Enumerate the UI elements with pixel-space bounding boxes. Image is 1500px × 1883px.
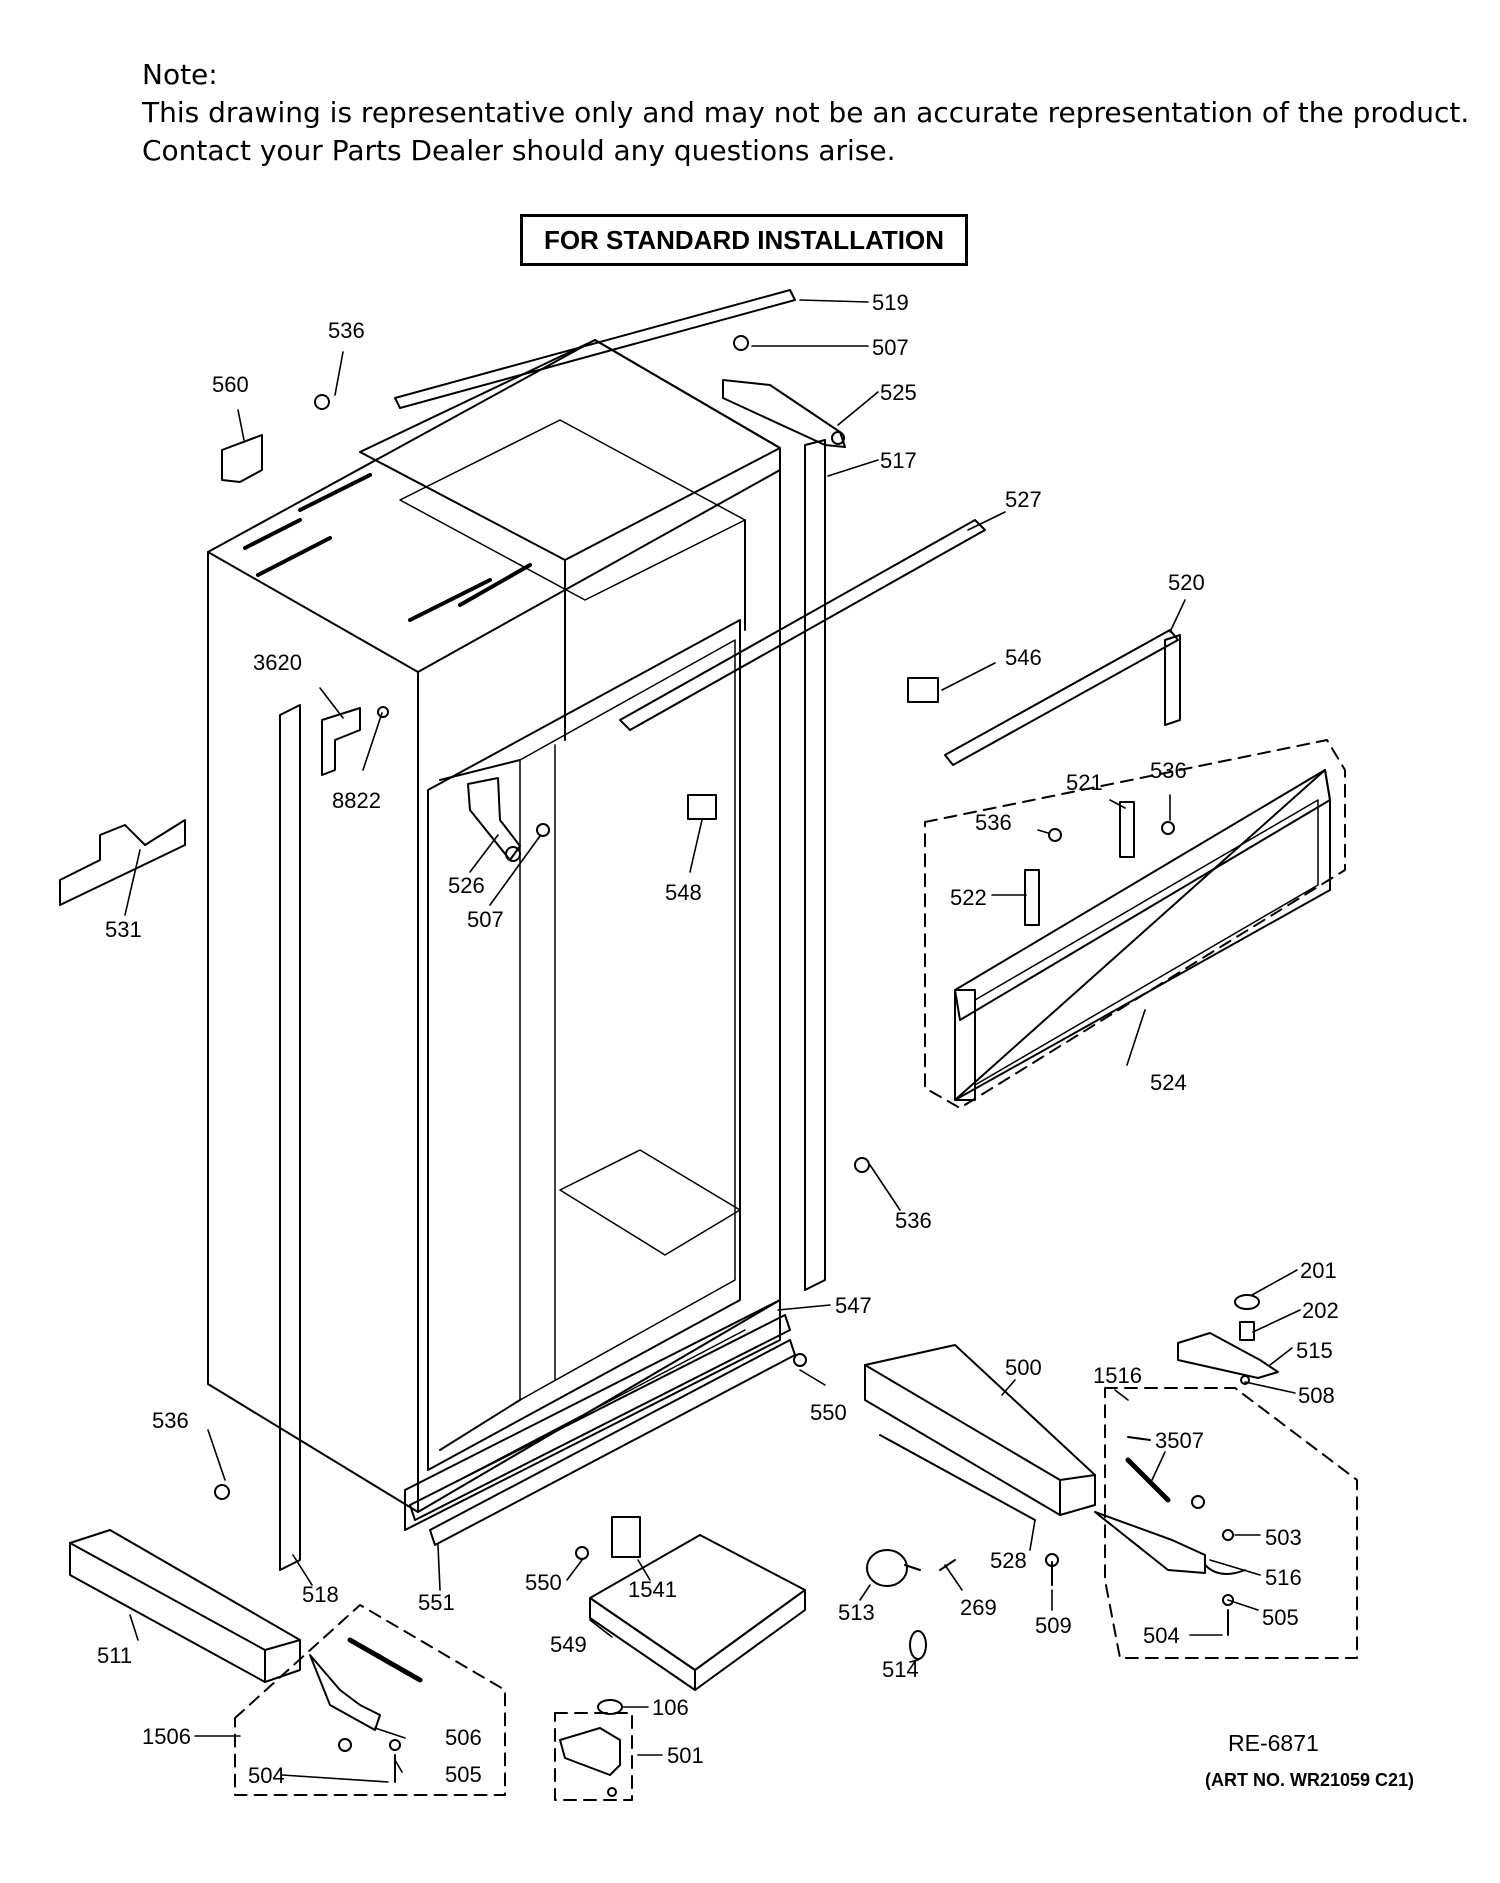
disclaimer-note: Note: This drawing is representative onl… bbox=[142, 56, 1469, 170]
label-503: 503 bbox=[1265, 1525, 1302, 1550]
label-548: 548 bbox=[665, 880, 702, 905]
label-516: 516 bbox=[1265, 1565, 1302, 1590]
label-106: 106 bbox=[652, 1695, 689, 1720]
bracket-501-drawing bbox=[554, 1699, 633, 1801]
trim-strips bbox=[279, 289, 1181, 1571]
label-519: 519 bbox=[872, 290, 909, 315]
label-1506: 1506 bbox=[142, 1724, 191, 1749]
label-514: 514 bbox=[882, 1657, 919, 1682]
label-546: 546 bbox=[1005, 645, 1042, 670]
label-506: 506 bbox=[445, 1725, 482, 1750]
label-527: 527 bbox=[1005, 487, 1042, 512]
label-536: 536 bbox=[328, 318, 365, 343]
label-526: 526 bbox=[448, 873, 485, 898]
hinge-assembly-1506-drawing bbox=[234, 1604, 506, 1796]
label-550: 550 bbox=[525, 1570, 562, 1595]
hinge-assembly-1516-drawing bbox=[1094, 1387, 1358, 1659]
motor-parts-drawing bbox=[866, 1549, 956, 1660]
label-269: 269 bbox=[960, 1595, 997, 1620]
label-507: 507 bbox=[872, 335, 909, 360]
label-536: 536 bbox=[1150, 758, 1187, 783]
label-500: 500 bbox=[1005, 1355, 1042, 1380]
art-number: (ART NO. WR21059 C21) bbox=[1205, 1770, 1415, 1790]
part-labels: 519 507 525 517 536 560 527 520 546 3620… bbox=[97, 290, 1339, 1788]
label-1541: 1541 bbox=[628, 1577, 677, 1602]
label-528: 528 bbox=[990, 1548, 1027, 1573]
cabinet-drawing bbox=[207, 339, 781, 1531]
label-507: 507 bbox=[467, 907, 504, 932]
label-531: 531 bbox=[105, 917, 142, 942]
label-515: 515 bbox=[1296, 1338, 1333, 1363]
door-panel-drawing bbox=[924, 739, 1346, 1109]
note-line-2: Contact your Parts Dealer should any que… bbox=[142, 134, 896, 167]
label-536: 536 bbox=[895, 1208, 932, 1233]
label-517: 517 bbox=[880, 448, 917, 473]
label-509: 509 bbox=[1035, 1613, 1072, 1638]
label-505: 505 bbox=[1262, 1605, 1299, 1630]
label-505: 505 bbox=[445, 1762, 482, 1787]
hardware-parts bbox=[59, 335, 1279, 1560]
label-513: 513 bbox=[838, 1600, 875, 1625]
rod-528-drawing bbox=[879, 1434, 1059, 1586]
label-201: 201 bbox=[1300, 1258, 1337, 1283]
label-522: 522 bbox=[950, 885, 987, 910]
label-536: 536 bbox=[975, 810, 1012, 835]
label-520: 520 bbox=[1168, 570, 1205, 595]
label-525: 525 bbox=[880, 380, 917, 405]
label-3620: 3620 bbox=[253, 650, 302, 675]
label-3507: 3507 bbox=[1155, 1428, 1204, 1453]
label-549: 549 bbox=[550, 1632, 587, 1657]
label-536: 536 bbox=[152, 1408, 189, 1433]
tray-549-drawing bbox=[589, 1534, 806, 1691]
note-line-1: This drawing is representative only and … bbox=[142, 96, 1470, 129]
base-grille-511-drawing bbox=[69, 1529, 301, 1683]
diagram-title: FOR STANDARD INSTALLATION bbox=[520, 214, 968, 266]
label-504: 504 bbox=[248, 1763, 285, 1788]
label-8822: 8822 bbox=[332, 788, 381, 813]
label-560: 560 bbox=[212, 372, 249, 397]
label-202: 202 bbox=[1302, 1298, 1339, 1323]
base-grille-500-drawing bbox=[864, 1344, 1096, 1521]
note-heading: Note: bbox=[142, 58, 218, 91]
leader-lines bbox=[124, 299, 1301, 1783]
label-508: 508 bbox=[1298, 1383, 1335, 1408]
label-504: 504 bbox=[1143, 1623, 1180, 1648]
label-501: 501 bbox=[667, 1743, 704, 1768]
label-511: 511 bbox=[97, 1643, 132, 1668]
label-524: 524 bbox=[1150, 1070, 1187, 1095]
label-547: 547 bbox=[835, 1293, 872, 1318]
label-521: 521 bbox=[1066, 770, 1103, 795]
label-550: 550 bbox=[810, 1400, 847, 1425]
label-518: 518 bbox=[302, 1582, 339, 1607]
label-1516: 1516 bbox=[1093, 1363, 1142, 1388]
label-551: 551 bbox=[418, 1590, 455, 1615]
reference-code: RE-6871 bbox=[1228, 1730, 1319, 1756]
